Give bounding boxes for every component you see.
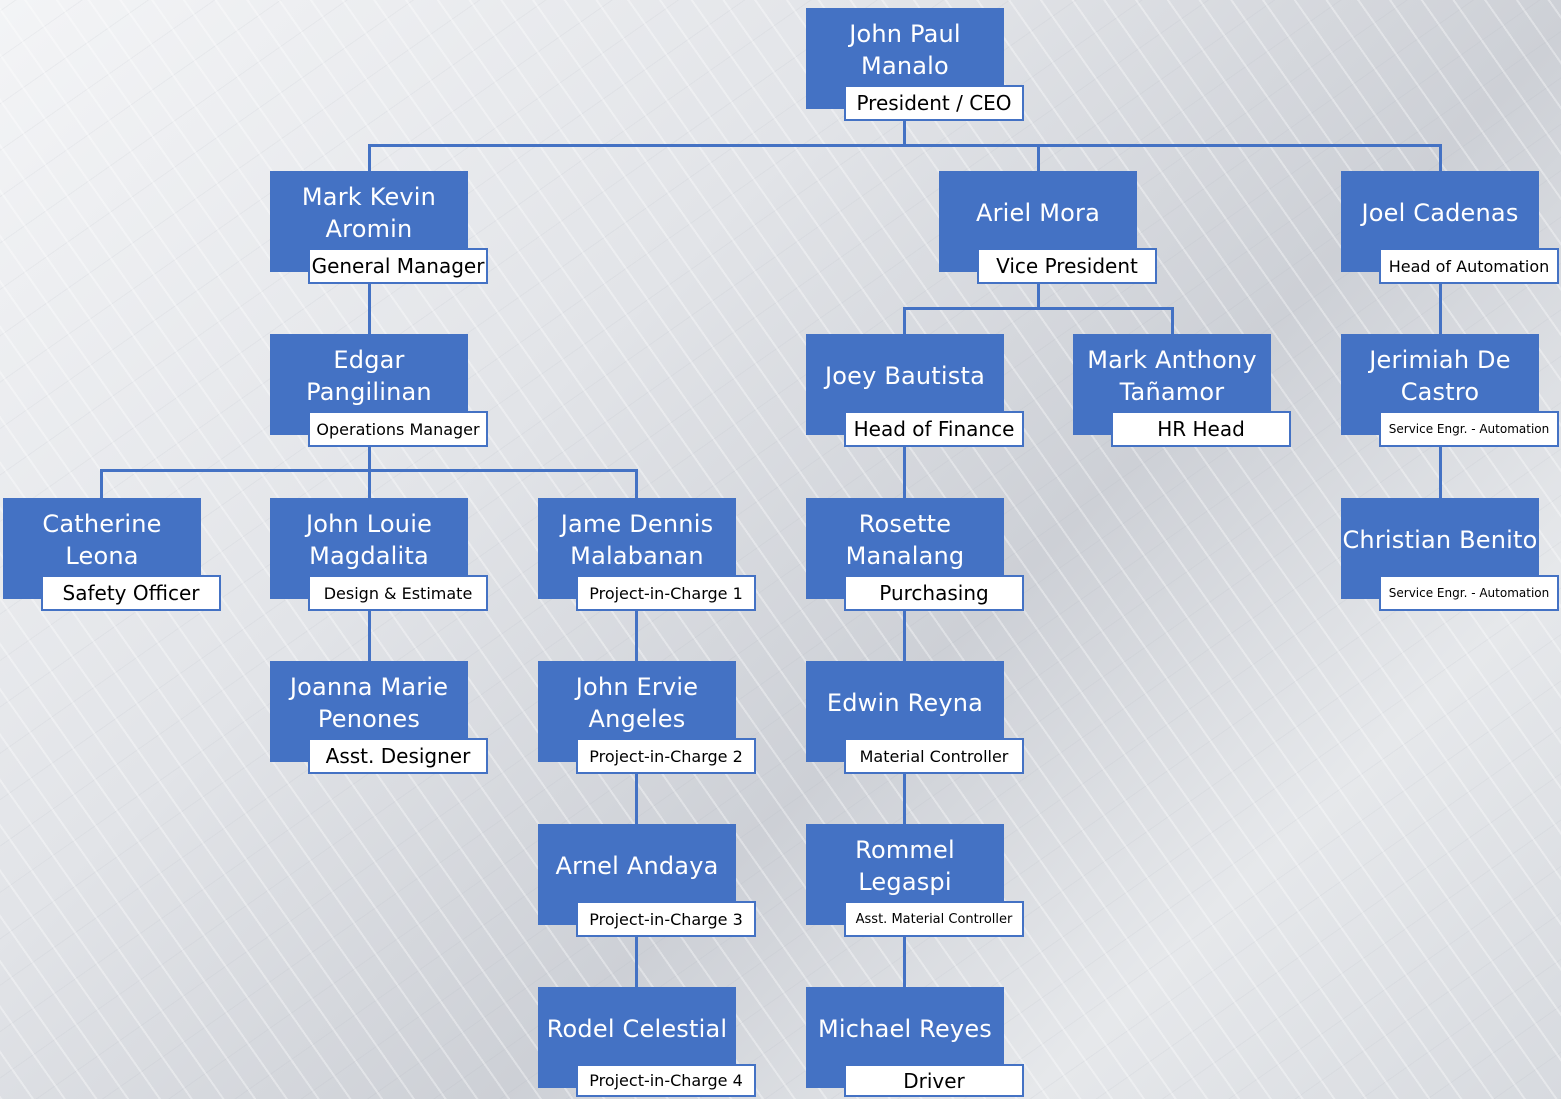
node-title: Head of Automation	[1379, 248, 1559, 284]
node-name: Mark Kevin Aromin	[270, 171, 468, 272]
node-title: Safety Officer	[41, 575, 221, 611]
connector-line	[1037, 283, 1040, 309]
node-president-ceo: John Paul Manalo President / CEO	[806, 8, 1024, 121]
node-title: General Manager	[308, 248, 488, 284]
connector-line	[903, 446, 906, 498]
node-title: Asst. Material Controller	[844, 901, 1024, 937]
connector-line	[100, 469, 103, 498]
node-hr-head: Mark Anthony Tañamor HR Head	[1073, 334, 1291, 447]
node-project-in-charge-4: Rodel Celestial Project-in-Charge 4	[538, 987, 756, 1097]
connector-line	[368, 609, 371, 661]
node-project-in-charge-1: Jame Dennis Malabanan Project-in-Charge …	[538, 498, 756, 611]
connector-line	[635, 609, 638, 661]
connector-line	[903, 935, 906, 987]
node-title: Project-in-Charge 2	[576, 738, 756, 774]
node-purchasing: Rosette Manalang Purchasing	[806, 498, 1024, 611]
connector-line	[903, 307, 1173, 310]
connector-line	[368, 446, 371, 471]
node-head-of-automation: Joel Cadenas Head of Automation	[1341, 171, 1559, 284]
node-title: Service Engr. - Automation	[1379, 575, 1559, 611]
node-title: Operations Manager	[308, 411, 488, 447]
node-safety-officer: Catherine Leona Safety Officer	[3, 498, 221, 611]
node-material-controller: Edwin Reyna Material Controller	[806, 661, 1024, 774]
connector-line	[368, 144, 1442, 147]
connector-line	[903, 609, 906, 661]
node-vice-president: Ariel Mora Vice President	[939, 171, 1157, 284]
node-title: Project-in-Charge 1	[576, 575, 756, 611]
connector-line	[903, 772, 906, 824]
node-asst-material-controller: Rommel Legaspi Asst. Material Controller	[806, 824, 1024, 937]
node-title: Driver	[844, 1064, 1024, 1097]
node-title: Purchasing	[844, 575, 1024, 611]
node-name: Jerimiah De Castro	[1341, 334, 1539, 435]
connector-line	[903, 307, 906, 334]
node-service-engr-1: Jerimiah De Castro Service Engr. - Autom…	[1341, 334, 1559, 447]
node-head-of-finance: Joey Bautista Head of Finance	[806, 334, 1024, 447]
node-title: HR Head	[1111, 411, 1291, 447]
node-project-in-charge-3: Arnel Andaya Project-in-Charge 3	[538, 824, 756, 937]
connector-line	[1439, 446, 1442, 498]
connector-line	[1037, 144, 1040, 171]
node-design-estimate: John Louie Magdalita Design & Estimate	[270, 498, 488, 611]
connector-line	[1171, 307, 1174, 334]
node-title: Project-in-Charge 3	[576, 901, 756, 937]
node-title: Material Controller	[844, 738, 1024, 774]
node-title: Vice President	[977, 248, 1157, 284]
node-operations-manager: Edgar Pangilinan Operations Manager	[270, 334, 488, 447]
node-asst-designer: Joanna Marie Penones Asst. Designer	[270, 661, 488, 774]
connector-line	[635, 469, 638, 498]
connector-line	[368, 144, 371, 171]
node-title: Head of Finance	[844, 411, 1024, 447]
connector-line	[1439, 283, 1442, 334]
node-project-in-charge-2: John Ervie Angeles Project-in-Charge 2	[538, 661, 756, 774]
node-title: Asst. Designer	[308, 738, 488, 774]
connector-line	[368, 469, 371, 498]
node-service-engr-2: Christian Benito Service Engr. - Automat…	[1341, 498, 1559, 611]
node-title: Design & Estimate	[308, 575, 488, 611]
node-title: Project-in-Charge 4	[576, 1064, 756, 1097]
connector-line	[635, 935, 638, 987]
connector-line	[903, 120, 906, 146]
node-title: Service Engr. - Automation	[1379, 411, 1559, 447]
node-title: President / CEO	[844, 85, 1024, 121]
connector-line	[635, 772, 638, 824]
node-driver: Michael Reyes Driver	[806, 987, 1024, 1097]
node-general-manager: Mark Kevin Aromin General Manager	[270, 171, 488, 284]
node-name: Joel Cadenas	[1341, 171, 1539, 272]
connector-line	[368, 283, 371, 334]
connector-line	[1439, 144, 1442, 171]
